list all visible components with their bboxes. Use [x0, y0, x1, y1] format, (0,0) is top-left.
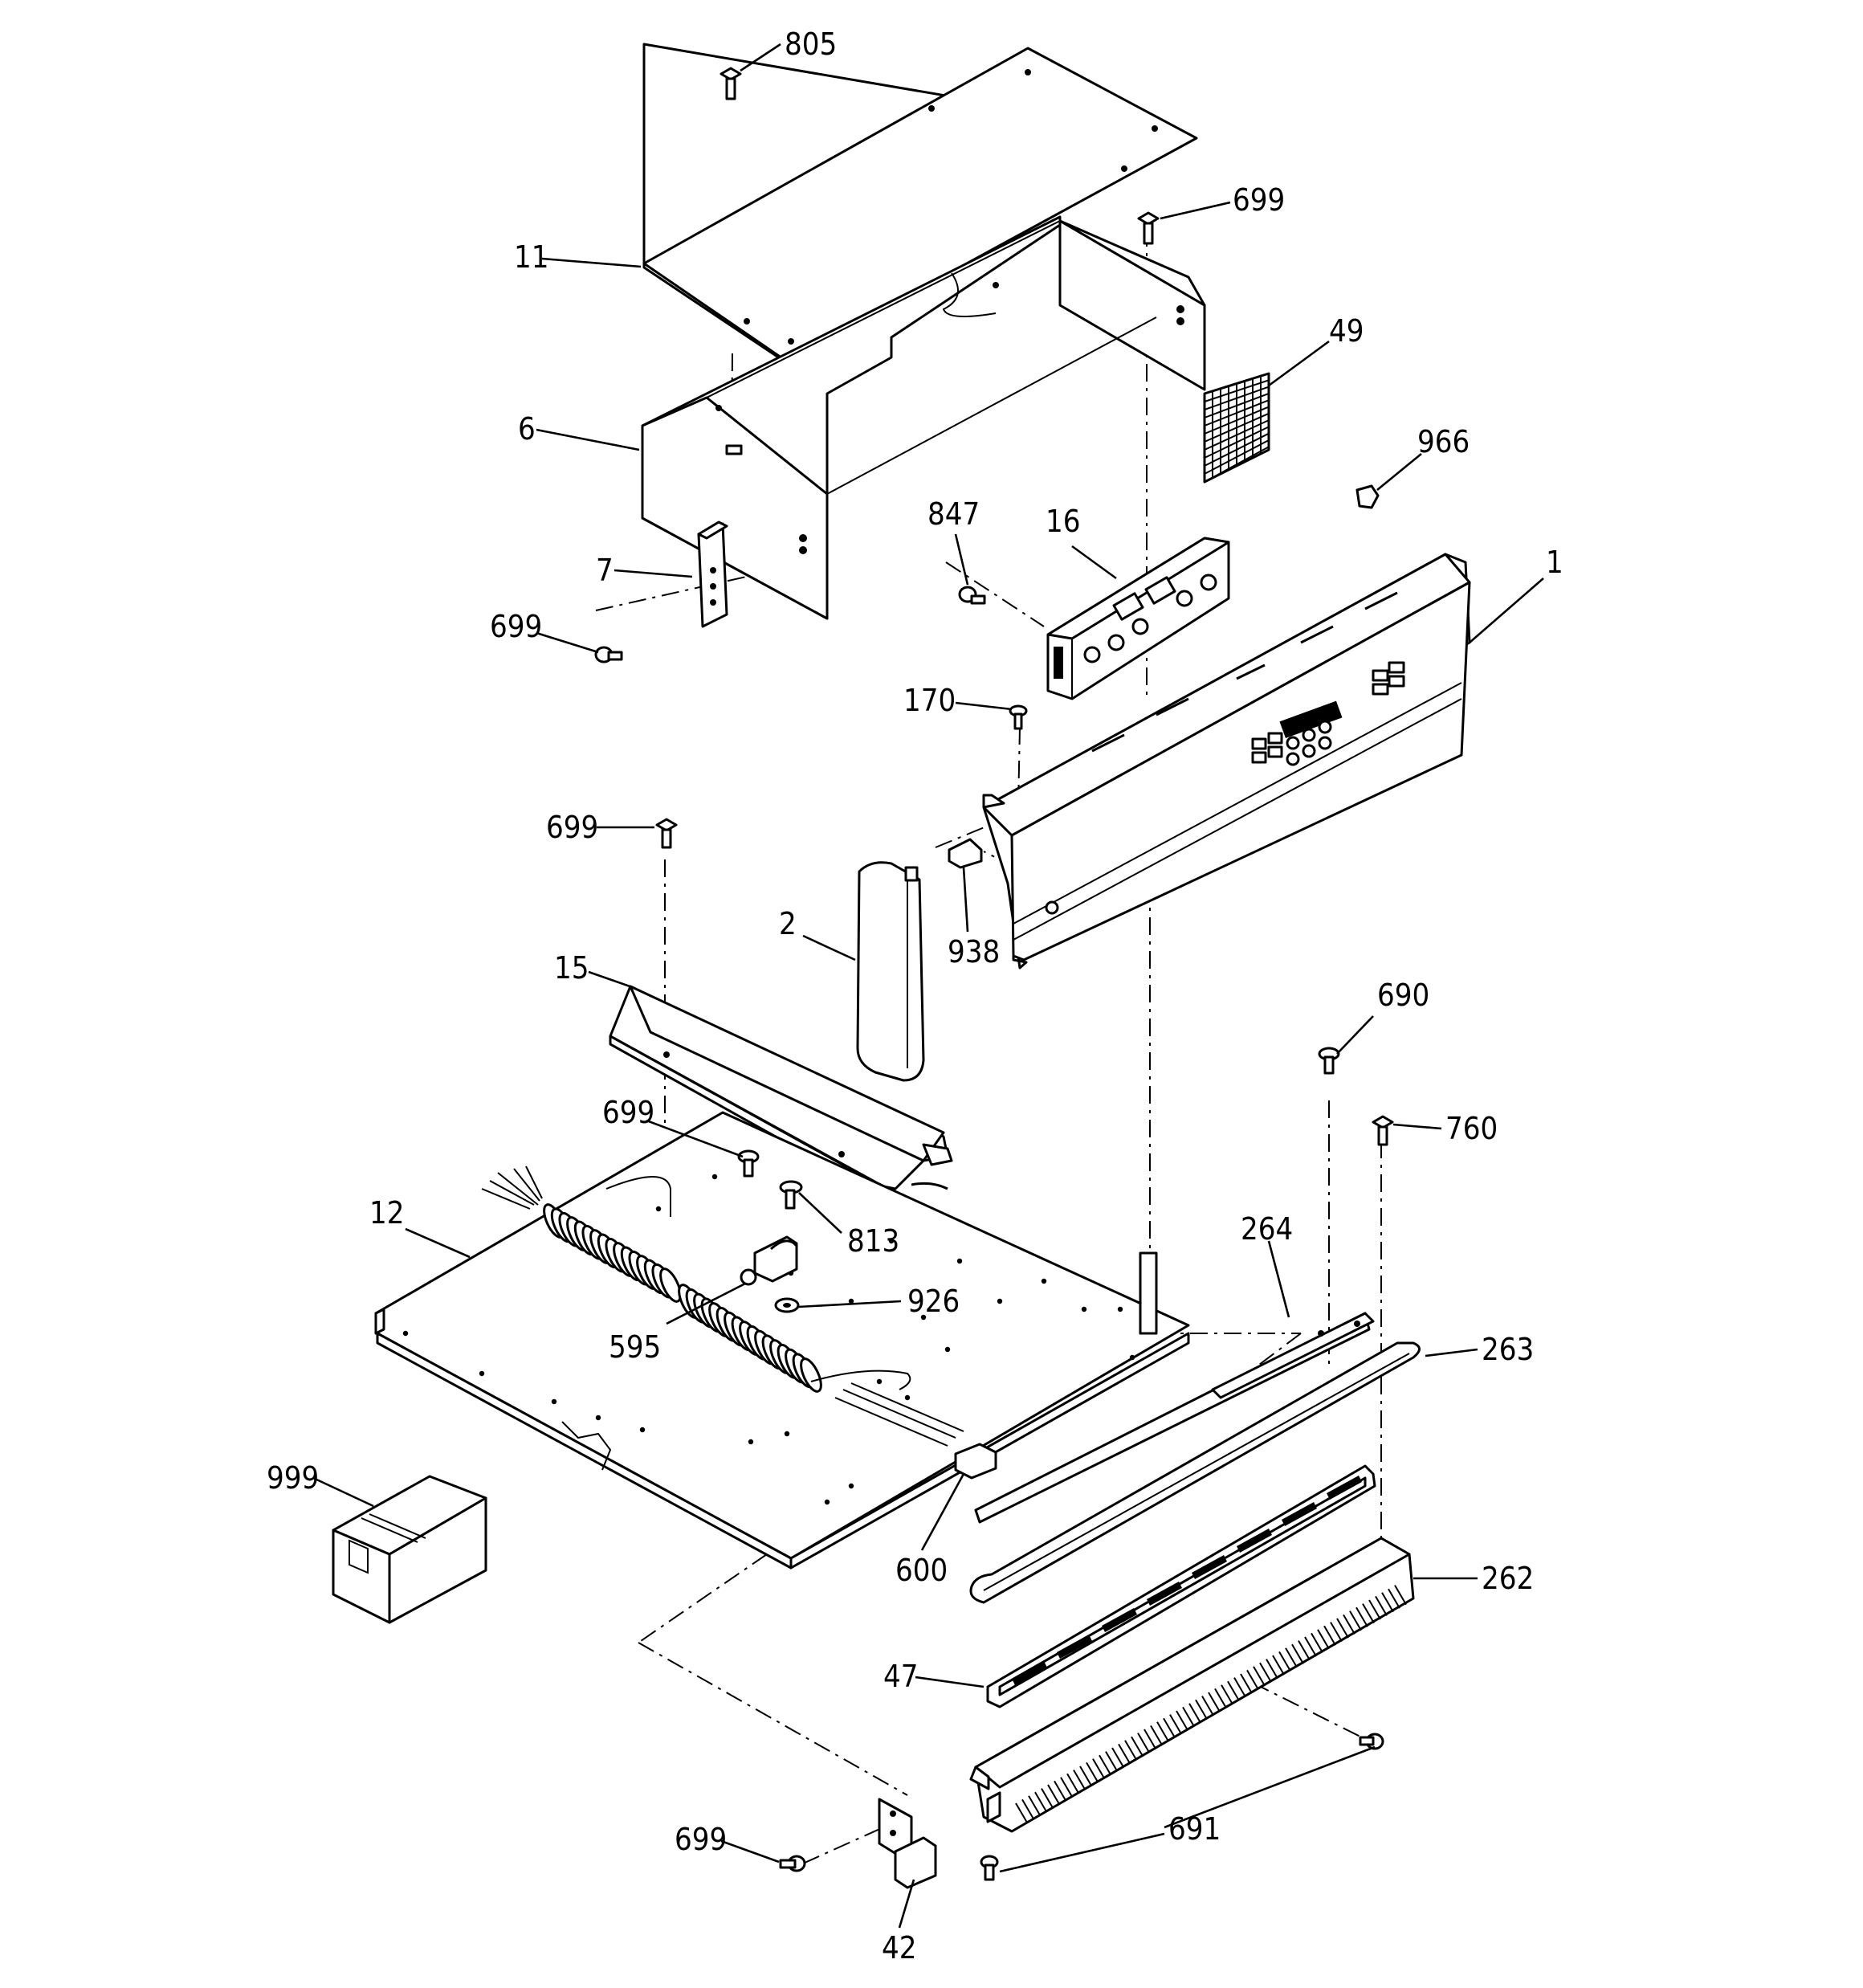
clamp-part-595: [740, 1235, 798, 1286]
screw-847: [958, 586, 986, 605]
callout-labels: 805 11 699 49 6 966 847 16 1 7 699 170 6…: [267, 27, 1563, 1966]
label-6: 6: [518, 411, 536, 447]
label-15: 15: [554, 950, 589, 986]
screw-699-tray: [737, 1149, 760, 1178]
label-966: 966: [1417, 424, 1470, 459]
leader-lines: [312, 43, 1544, 1929]
label-264: 264: [1241, 1211, 1293, 1247]
screw-170: [1009, 704, 1028, 730]
vent-grille-part-262: [969, 1537, 1415, 1833]
label-813: 813: [847, 1223, 899, 1259]
clip-part-938: [948, 838, 983, 869]
mesh-screen-part-49: [1203, 372, 1270, 484]
vent-grille-part-47: [986, 1464, 1376, 1708]
label-805: 805: [785, 27, 837, 62]
screw-699-mid: [655, 818, 678, 849]
washer-part-926: [774, 1297, 800, 1313]
label-16: 16: [1046, 504, 1081, 539]
screw-699-bottom: [779, 1855, 806, 1872]
screw-691-right: [1359, 1733, 1384, 1750]
label-12: 12: [369, 1195, 405, 1231]
label-847: 847: [927, 496, 980, 532]
label-600: 600: [895, 1553, 948, 1588]
keypad-grid: [1251, 661, 1405, 766]
end-cap-part-2: [856, 861, 925, 1082]
screw-699-left: [594, 646, 623, 663]
screw-690: [1318, 1047, 1340, 1075]
control-housing-part-6: [641, 215, 1206, 620]
label-691: 691: [1168, 1811, 1221, 1847]
label-170: 170: [903, 683, 956, 718]
label-47: 47: [883, 1659, 919, 1694]
screw-691-bottom: [980, 1855, 999, 1881]
label-699-mid: 699: [546, 810, 598, 845]
screw-805: [720, 67, 742, 100]
label-49: 49: [1329, 313, 1364, 349]
label-690: 690: [1377, 978, 1429, 1013]
label-595: 595: [609, 1329, 661, 1365]
label-1: 1: [1546, 545, 1563, 580]
bracket-part-42: [878, 1798, 937, 1889]
trim-part-264: [974, 1312, 1375, 1524]
label-2: 2: [779, 906, 797, 941]
control-board-part-16: [1046, 537, 1230, 700]
label-263: 263: [1482, 1332, 1534, 1367]
label-699-tray: 699: [602, 1095, 654, 1130]
label-760: 760: [1445, 1111, 1498, 1146]
label-938: 938: [948, 934, 1000, 970]
label-699-bottom: 699: [675, 1822, 727, 1857]
screw-699-top: [1137, 211, 1160, 245]
label-926: 926: [907, 1284, 960, 1319]
box-part-999: [332, 1475, 487, 1624]
clip-part-966: [1355, 484, 1380, 509]
control-panel-part-1: [982, 553, 1471, 970]
screw-760: [1372, 1115, 1394, 1146]
bottom-tray-part-12: [374, 1111, 1190, 1570]
label-999: 999: [267, 1460, 319, 1496]
heating-elements-wiring: [481, 1165, 997, 1480]
label-7: 7: [596, 553, 614, 588]
screw-part-813: [779, 1180, 803, 1210]
bracket-part-7: [697, 520, 728, 628]
label-11: 11: [514, 239, 549, 275]
label-699-left: 699: [490, 609, 542, 644]
label-262: 262: [1482, 1561, 1534, 1596]
label-42: 42: [882, 1930, 917, 1966]
label-699-top: 699: [1233, 182, 1285, 218]
trim-part-263: [969, 1341, 1421, 1604]
